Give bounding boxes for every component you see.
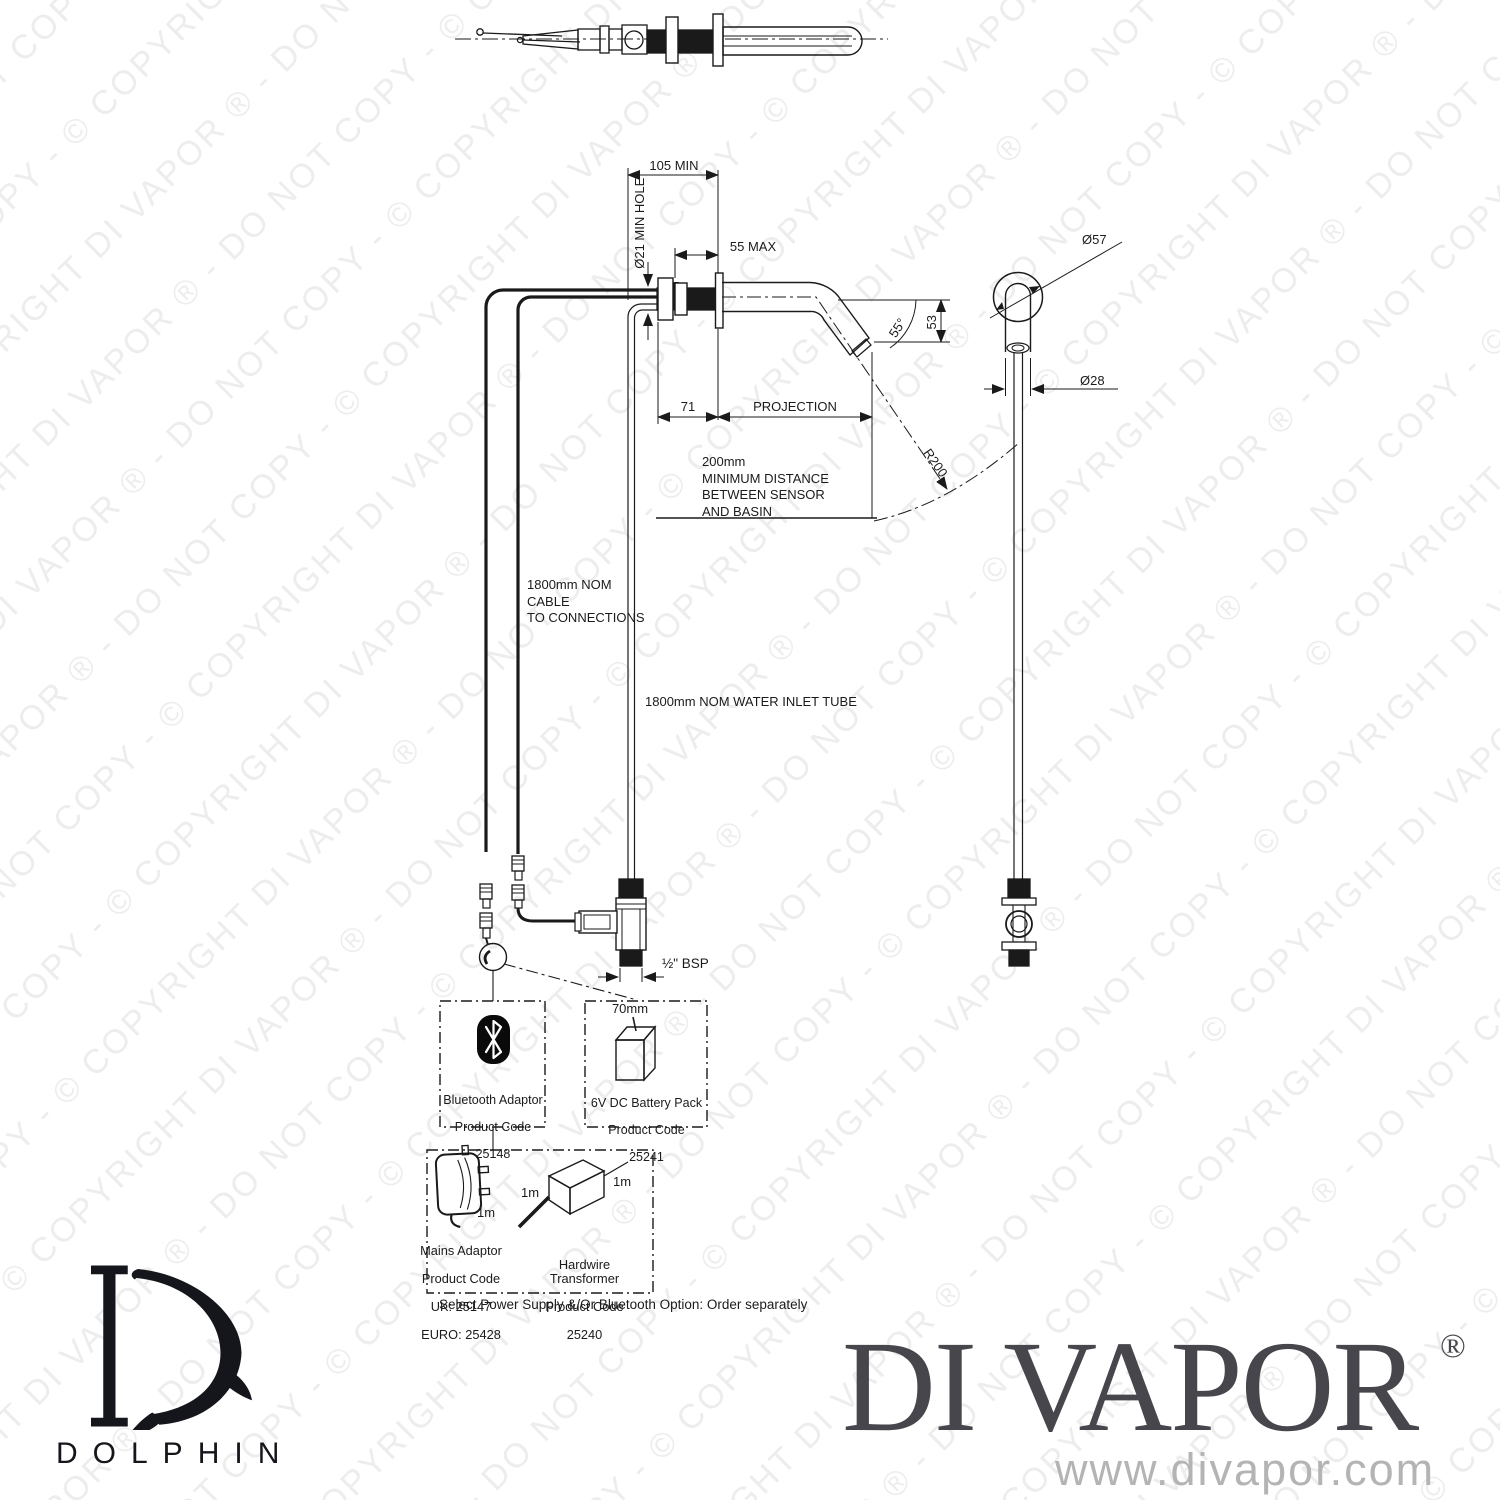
- registered-trademark-symbol: ®: [1440, 1328, 1466, 1365]
- dim-diameter-28: Ø28: [1080, 373, 1105, 388]
- battery-product-code: 25241: [629, 1149, 664, 1164]
- connections-and-valve: [478, 855, 664, 1150]
- battery-product-code-label: Product Code: [608, 1122, 685, 1137]
- battery-pack-drawing: [614, 1016, 657, 1082]
- note-cable-length: 1800mm NOM CABLE TO CONNECTIONS: [527, 577, 645, 625]
- dim-70mm: 70mm: [611, 1001, 649, 1016]
- top-view-drawing: [455, 13, 888, 67]
- plug-cable-length: 1m: [477, 1205, 496, 1220]
- dim-projection: PROJECTION: [753, 399, 837, 414]
- dim-bsp-thread: ½" BSP: [662, 956, 709, 971]
- front-view: [984, 241, 1123, 967]
- hardwire-name: Hardwire Transformer: [549, 1257, 620, 1286]
- mains-code-uk: UK: 25147: [430, 1299, 492, 1314]
- divapor-wordmark: DI VAPOR: [842, 1315, 1419, 1459]
- dim-53: 53: [923, 315, 939, 330]
- mains-adaptor-label: Mains Adaptor Product Code UK: 25147 EUR…: [401, 1230, 521, 1356]
- transformer-cable-length-in: 1m: [521, 1185, 540, 1200]
- mains-name: Mains Adaptor: [420, 1243, 502, 1258]
- hardwire-product-code: 25240: [566, 1327, 603, 1342]
- note-select-power-supply: Select Power Supply &/Or Bluetooth Optio…: [439, 1297, 808, 1312]
- dim-71: 71: [680, 399, 696, 414]
- transformer-drawing: [517, 1159, 629, 1229]
- mains-code-euro: EURO: 25428: [421, 1327, 501, 1342]
- option-boxes: [426, 1000, 708, 1294]
- dim-diameter-57: Ø57: [1082, 232, 1107, 247]
- note-water-inlet-tube: 1800mm NOM WATER INLET TUBE: [645, 694, 857, 709]
- dim-105-min: 105 MIN: [649, 158, 699, 173]
- bluetooth-product-code-label: Product Code: [454, 1119, 532, 1134]
- hardwire-product-code-label: Product Code: [545, 1299, 624, 1314]
- note-sensor-distance: 200mm MINIMUM DISTANCE BETWEEN SENSOR AN…: [702, 454, 829, 519]
- dim-55-max: 55 MAX: [729, 239, 777, 254]
- dolphin-logo: [91, 1265, 252, 1430]
- mains-product-code-label: Product Code: [421, 1271, 501, 1286]
- power-supply-box: [426, 1149, 654, 1294]
- bluetooth-product-code: 25148: [475, 1146, 511, 1161]
- bluetooth-adaptor-label: Bluetooth Adaptor Product Code 25148: [433, 1080, 553, 1175]
- bluetooth-icon: [477, 1015, 510, 1064]
- battery-pack-label: 6V DC Battery Pack Product Code 25241: [586, 1083, 707, 1178]
- transformer-cable-length-out: 1m: [613, 1174, 632, 1189]
- bluetooth-box: [439, 1000, 546, 1128]
- mains-plug-drawing: [434, 1144, 491, 1229]
- hardwire-transformer-label: Hardwire Transformer Product Code 25240: [524, 1244, 645, 1356]
- dolphin-wordmark: DOLPHIN: [56, 1437, 295, 1470]
- battery-name: 6V DC Battery Pack: [590, 1095, 703, 1110]
- bluetooth-name: Bluetooth Adaptor: [443, 1092, 543, 1107]
- main-side-view: [484, 168, 1021, 880]
- divapor-url: www.divapor.com: [1055, 1444, 1436, 1495]
- battery-box: [584, 1000, 708, 1128]
- dim-hole-diameter: Ø21 MIN HOLE: [631, 177, 647, 269]
